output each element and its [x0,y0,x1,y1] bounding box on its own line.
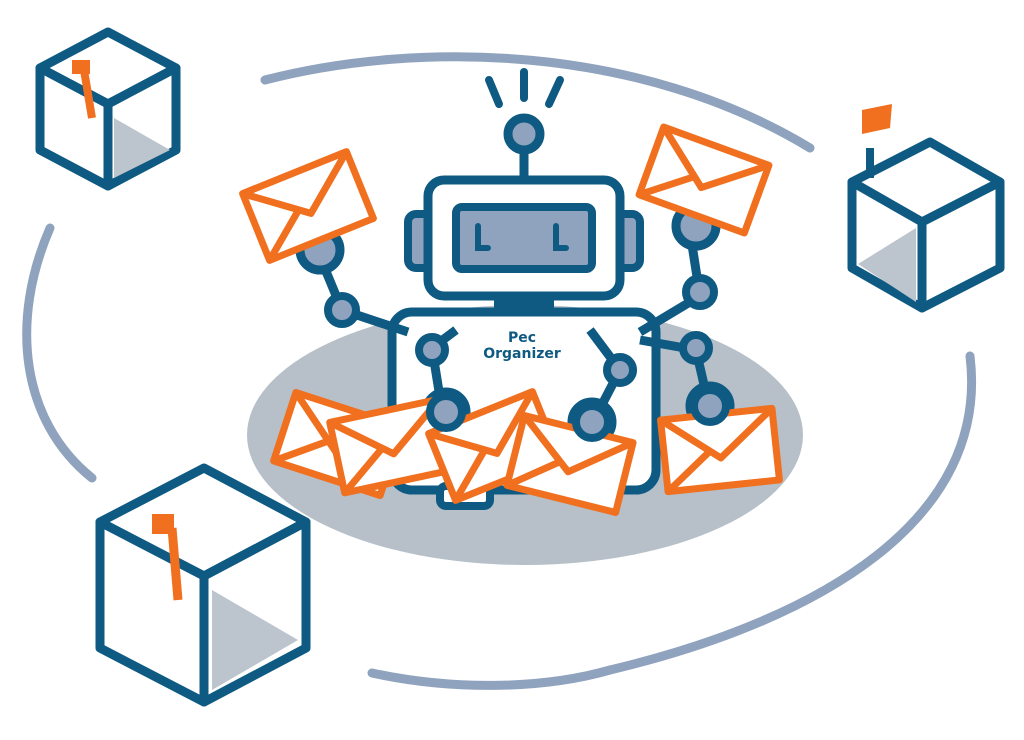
robot-antenna [485,68,564,180]
envelope-icon [657,404,783,496]
orbit-arc-top [260,52,815,153]
orbit-arc-right [605,351,976,675]
orbit-arc-left [22,223,97,483]
mailbox-icon [95,463,311,707]
orbit-arc-bottom [367,665,615,690]
robot-label-line2: Organizer [483,346,561,362]
robot-label: Pec Organizer [452,330,592,362]
envelope-icon [239,148,377,264]
envelope-icon [326,395,458,497]
mailbox-icon [847,104,1005,313]
robot-label-line1: Pec [507,330,537,346]
robot-head [404,175,644,301]
mailbox-icon [35,27,181,191]
envelope-icon [635,123,773,237]
envelope-icon [503,412,637,516]
robot-gripper-fingers [426,386,730,442]
robot-joints [324,274,718,387]
